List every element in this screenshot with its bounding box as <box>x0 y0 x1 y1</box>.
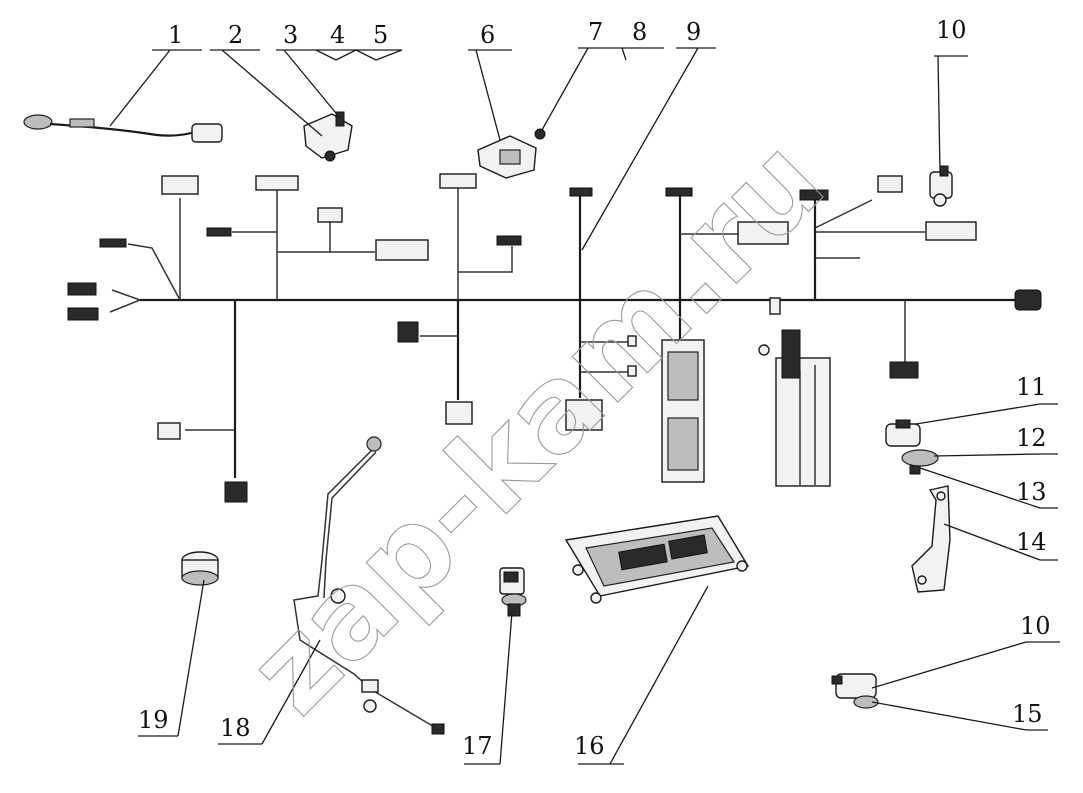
connector <box>877 175 903 193</box>
leader-line <box>475 49 501 141</box>
fuse-relay-box <box>775 357 831 487</box>
leader-line <box>621 47 627 61</box>
callout-8: 8 <box>632 18 647 46</box>
connector <box>799 189 829 201</box>
leader-lines <box>109 47 1060 765</box>
connector-pin-block <box>667 417 699 471</box>
leader-line <box>915 403 1041 425</box>
callout-9: 9 <box>686 18 701 46</box>
temperature-sensor <box>499 567 527 617</box>
leader-line <box>541 47 589 131</box>
leader-line <box>919 467 1041 509</box>
callout-15: 15 <box>1012 700 1043 728</box>
ecu-unit <box>564 515 750 604</box>
harness-branch <box>109 299 141 313</box>
rubber-cap <box>181 551 219 586</box>
callout-11: 11 <box>1016 373 1047 401</box>
callout-5: 5 <box>373 21 388 49</box>
mounting-bracket <box>911 485 951 593</box>
callout-16: 16 <box>574 732 605 760</box>
leader-line <box>499 611 513 765</box>
connector <box>737 221 789 245</box>
connector <box>665 187 693 197</box>
callout-12: 12 <box>1016 424 1047 452</box>
relay <box>781 329 801 379</box>
callout-10-lower: 10 <box>1020 612 1051 640</box>
leader-line <box>609 585 709 765</box>
connector <box>161 175 199 195</box>
callout-19: 19 <box>138 706 169 734</box>
callout-13: 13 <box>1016 478 1047 506</box>
connector <box>67 282 97 296</box>
connector <box>397 321 419 343</box>
leader-line <box>261 639 321 745</box>
callout-4: 4 <box>330 21 345 49</box>
callout-2: 2 <box>228 21 243 49</box>
watermark-text: zap-kam.ru <box>222 112 850 740</box>
leader-line <box>283 49 341 119</box>
leader-line <box>177 579 205 737</box>
camshaft-sensor <box>885 419 939 475</box>
sub-harness <box>293 436 445 735</box>
leader-line <box>943 523 1041 561</box>
leader-line <box>933 453 1041 457</box>
harness-branch <box>458 246 513 273</box>
connector <box>317 207 343 223</box>
callout-7: 7 <box>588 18 603 46</box>
throttle-position-sensor <box>477 128 546 179</box>
connector <box>255 175 299 191</box>
connector <box>889 361 919 379</box>
speed-sensor <box>929 165 953 207</box>
callout-6: 6 <box>480 21 495 49</box>
leader-line <box>871 641 1027 689</box>
callout-1: 1 <box>168 21 183 49</box>
callout-14: 14 <box>1016 528 1047 556</box>
leader-line <box>581 47 699 251</box>
connector <box>67 307 99 321</box>
connector <box>375 239 429 261</box>
connector <box>157 422 181 440</box>
leader-line <box>937 55 941 173</box>
callout-18: 18 <box>220 714 251 742</box>
connector <box>224 481 248 503</box>
callout-labels: 1 2 3 4 5 6 7 8 9 10 11 12 13 14 10 15 1… <box>138 16 1051 760</box>
connector <box>1014 289 1042 311</box>
connector <box>769 297 781 315</box>
crankshaft-sensor <box>831 673 879 709</box>
connector <box>925 221 977 241</box>
callout-10: 10 <box>936 16 967 44</box>
harness-branch <box>127 243 181 301</box>
connector-pin-block <box>667 351 699 401</box>
connector <box>496 235 522 246</box>
callout-17: 17 <box>462 732 493 760</box>
callout-3: 3 <box>283 21 298 49</box>
relay-clip <box>758 344 770 356</box>
connector <box>206 227 232 237</box>
connector <box>627 335 637 347</box>
pressure-sensor <box>303 111 353 162</box>
connector <box>627 365 637 377</box>
connector <box>569 187 593 197</box>
oxygen-sensor <box>23 114 223 143</box>
connector <box>439 173 477 189</box>
leader-line <box>109 49 171 127</box>
harness-branch <box>814 199 873 229</box>
leader-line <box>315 49 403 61</box>
leader-line <box>221 49 323 137</box>
connector <box>99 238 127 248</box>
connector <box>445 401 473 425</box>
harness-branch <box>111 289 141 301</box>
connector <box>565 399 603 431</box>
wiring-harness <box>67 173 1042 503</box>
leader-line <box>871 701 1027 731</box>
